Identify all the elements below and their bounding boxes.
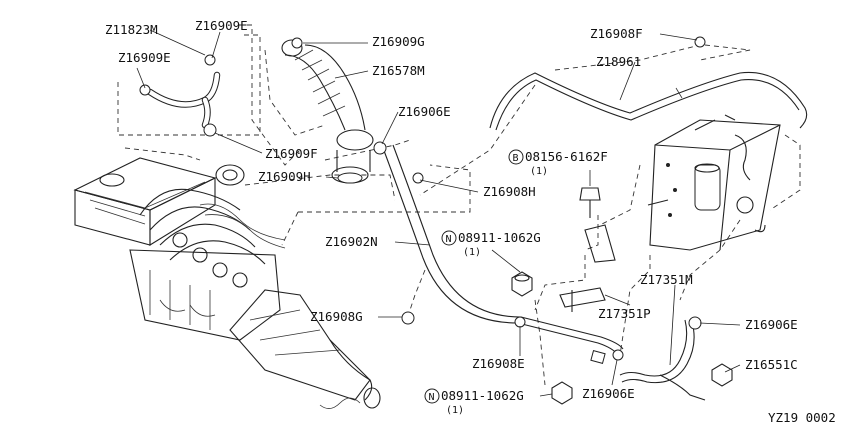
callout-08156-qty: (1) (530, 166, 548, 177)
hose-clamps (139, 36, 706, 361)
callout-z16908e: Z16908E (472, 356, 525, 371)
callout-z16909h: Z16909H (258, 169, 311, 184)
intake-duct-z16578m (281, 39, 374, 184)
callout-z16578m: Z16578M (372, 63, 425, 78)
callout-z11823m: Z11823M (105, 22, 158, 37)
callout-08911-1062g-mid: N 08911-1062G (1) (441, 230, 541, 258)
callout-z16551c: Z16551C (745, 357, 798, 372)
callout-z16906e-top: Z16906E (398, 104, 451, 119)
callout-z16906e-right: Z16906E (745, 317, 798, 332)
small-hose-z11823m (146, 71, 221, 129)
hose-z18961 (489, 71, 808, 131)
callout-08156-prefix: B (513, 153, 519, 164)
callout-08911-bottom-prefix: N (429, 392, 435, 403)
callout-z16906e-bottom: Z16906E (582, 386, 635, 401)
callout-08911-1062g-bottom: N 08911-1062G (1) (424, 388, 524, 416)
callout-z16908f: Z16908F (590, 26, 643, 41)
diagram-code: YZ19 0002 (768, 410, 836, 425)
callout-08911-mid-qty: (1) (463, 247, 481, 258)
leader-lines (136, 29, 741, 397)
callout-08156-6162f: B 08156-6162F (1) (508, 149, 608, 177)
callout-z16909e-left: Z16909E (118, 50, 171, 65)
dashed-leader-lines (117, 24, 801, 386)
callout-labels: Z11823M Z16909E Z16909E Z16909G Z16578M … (105, 18, 836, 425)
callout-z17351p: Z17351P (598, 306, 651, 321)
callout-z18961: Z18961 (596, 54, 641, 69)
callout-z16902n: Z16902N (325, 234, 378, 249)
charcoal-canister (647, 114, 781, 251)
engine-assembly (73, 157, 381, 409)
callout-z16909g: Z16909G (372, 34, 425, 49)
callout-08911-mid-label: 08911-1062G (458, 230, 541, 245)
callout-08911-bottom-label: 08911-1062G (441, 388, 524, 403)
bracket-parts (511, 187, 733, 405)
callout-08911-mid-prefix: N (446, 234, 452, 245)
callout-08911-bottom-qty: (1) (446, 405, 464, 416)
callout-z16908h: Z16908H (483, 184, 536, 199)
callout-08156-label: 08156-6162F (525, 149, 608, 164)
main-hose-z16902n (382, 144, 624, 364)
callout-z17351m: Z17351M (640, 272, 693, 287)
callout-z16908g: Z16908G (310, 309, 363, 324)
callout-z16909e-top: Z16909E (195, 18, 248, 33)
callout-z16909f: Z16909F (265, 146, 318, 161)
